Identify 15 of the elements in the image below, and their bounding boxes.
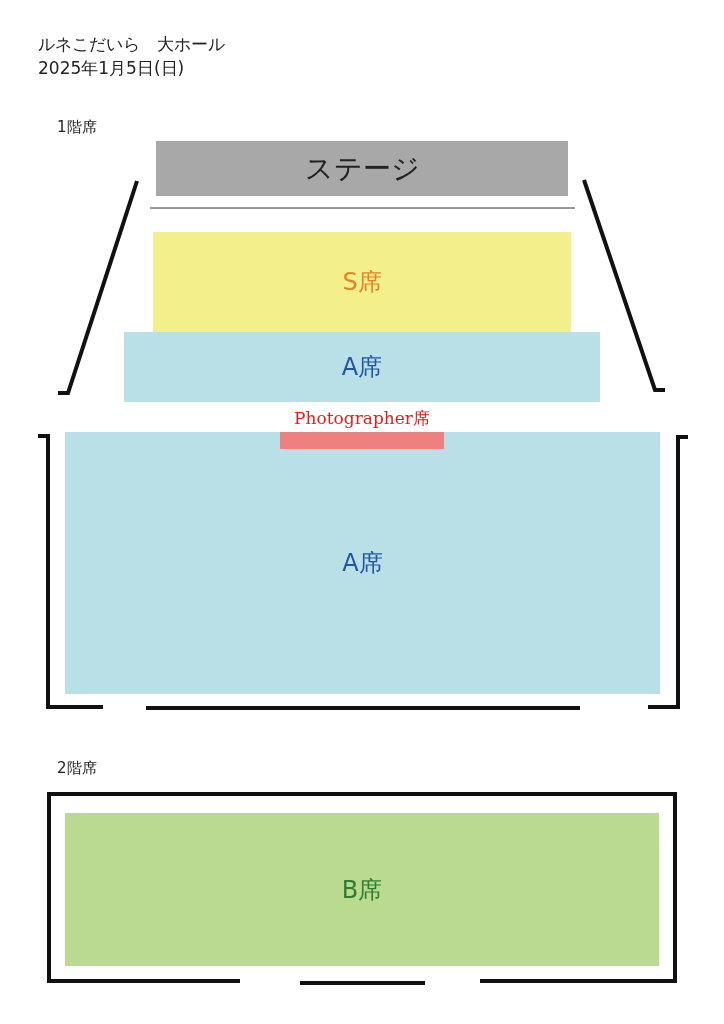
seating-block [153,232,571,332]
seating-block [65,432,660,694]
section-label: Photographer席 [293,407,431,429]
section-label: A席 [341,352,383,383]
section-label: A席 [342,548,383,579]
section-label: S席 [342,267,382,298]
stage-label: ステージ [304,150,420,187]
seating-block [65,813,659,966]
seating-block [124,332,600,402]
date-label: 2025年1月5日(日) [38,57,185,80]
stage-block [156,141,568,196]
floor-label: 2階席 [57,759,97,778]
floor-label: 1階席 [57,118,97,137]
section-label: B席 [341,874,383,906]
title: ルネこだいら 大ホール [38,33,225,56]
